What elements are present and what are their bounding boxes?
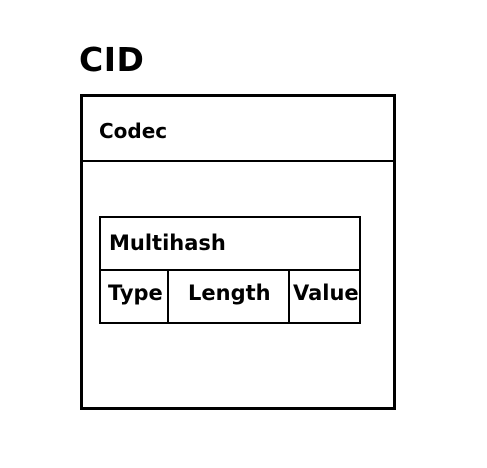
multihash-header: Multihash bbox=[101, 218, 359, 271]
multihash-label: Multihash bbox=[109, 231, 226, 255]
diagram-title: CID bbox=[79, 40, 145, 79]
value-field: Value bbox=[290, 271, 359, 322]
codec-label: Codec bbox=[99, 119, 168, 143]
type-field-label: Type bbox=[108, 281, 163, 305]
codec-section: Codec bbox=[83, 97, 393, 162]
cid-box: Codec Multihash Type Length Value bbox=[80, 94, 396, 410]
length-field: Length bbox=[169, 271, 290, 322]
value-field-label: Value bbox=[293, 281, 359, 305]
multihash-box: Multihash Type Length Value bbox=[99, 216, 361, 324]
type-field: Type bbox=[101, 271, 169, 322]
length-field-label: Length bbox=[188, 281, 271, 305]
